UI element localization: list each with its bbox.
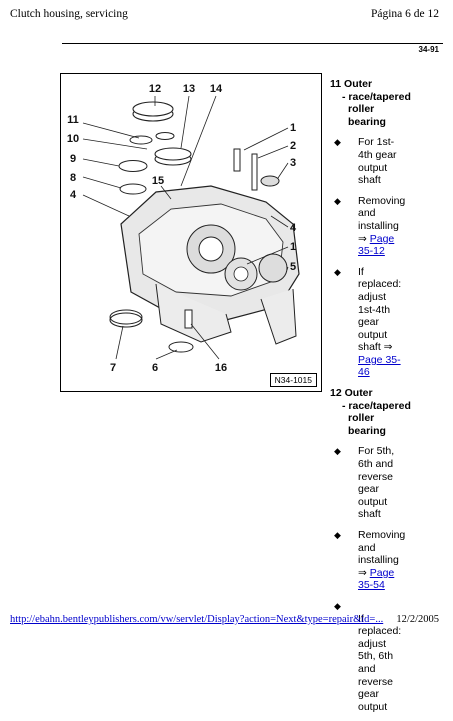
callout-15: 15	[152, 175, 164, 187]
clutch-housing-drawing: 12 13 14 11 10 9 8 4 15 1 2 3 4 1 5 7 6 …	[67, 83, 300, 374]
item-11: 11 Outer - race/tapered roller bearing ◆…	[330, 78, 448, 379]
diamond-bullet-icon: ◆	[334, 266, 341, 277]
header-rule	[62, 43, 443, 44]
header-title: Clutch housing, servicing	[10, 8, 128, 20]
callout-9: 9	[70, 153, 76, 165]
item-12: 12 Outer - race/tapered roller bearing ◆…	[330, 387, 448, 713]
page-link[interactable]: Page	[369, 232, 395, 245]
bullet: ◆ If replaced: adjust 1st-4th gear outpu…	[330, 266, 448, 379]
callout-14: 14	[210, 83, 223, 95]
exploded-view-figure: 12 13 14 11 10 9 8 4 15 1 2 3 4 1 5 7 6 …	[60, 73, 322, 392]
callout-1-top: 1	[290, 122, 296, 134]
page-number: 34-91	[418, 45, 439, 54]
bullet: ◆ Removing and installing ⇒ Page 35-54	[330, 529, 448, 592]
callout-8: 8	[70, 172, 76, 184]
callout-6: 6	[152, 362, 158, 374]
footer-date: 12/2/2005	[396, 614, 439, 625]
diamond-bullet-icon: ◆	[334, 600, 341, 611]
diamond-bullet-icon: ◆	[334, 195, 341, 206]
callout-4-left: 4	[70, 189, 77, 201]
footer-url: http://ebahn.bentleypublishers.com/vw/se…	[10, 614, 383, 625]
callout-1-mid: 1	[290, 241, 296, 253]
arrow-icon: ⇒	[358, 232, 367, 245]
bullet: ◆ Removing and installing ⇒ Page 35-12	[330, 195, 448, 258]
item-number: 11	[330, 78, 342, 90]
callout-4-right: 4	[290, 222, 297, 234]
callout-11: 11	[67, 114, 79, 126]
item-title: 11 Outer - race/tapered roller bearing	[330, 78, 411, 128]
callout-10: 10	[67, 133, 79, 145]
source-link[interactable]: http://ebahn.bentleypublishers.com/vw/se…	[10, 614, 384, 625]
callout-2: 2	[290, 140, 296, 152]
item-number: 12	[330, 387, 342, 400]
diamond-bullet-icon: ◆	[334, 530, 341, 540]
page-link[interactable]: Page 35-	[358, 353, 401, 366]
item-title: 12 Outer - race/tapered roller bearing	[330, 387, 411, 437]
page-link[interactable]: 35-12	[358, 245, 385, 258]
page-link[interactable]: Page	[369, 566, 395, 579]
callout-7: 7	[110, 362, 116, 374]
callout-5: 5	[290, 261, 296, 273]
bullet: ◆ For 1st- 4th gear output shaft	[334, 136, 397, 187]
page-link[interactable]: 46	[358, 366, 370, 379]
callout-12: 12	[149, 83, 161, 95]
header-page-count: Página 6 de 12	[370, 8, 439, 20]
page-link[interactable]: 35-54	[358, 579, 385, 592]
figure-reference: N34-1015	[269, 373, 317, 387]
diamond-bullet-icon: ◆	[334, 137, 341, 148]
callout-13: 13	[183, 83, 195, 95]
item-list: 11 Outer - race/tapered roller bearing ◆…	[330, 78, 448, 721]
arrow-icon: ⇒	[358, 566, 367, 579]
diamond-bullet-icon: ◆	[334, 446, 341, 457]
callout-16: 16	[215, 362, 227, 374]
callout-3: 3	[290, 157, 296, 169]
bullet: ◆ For 5th, 6th and reverse gear output s…	[334, 445, 395, 521]
